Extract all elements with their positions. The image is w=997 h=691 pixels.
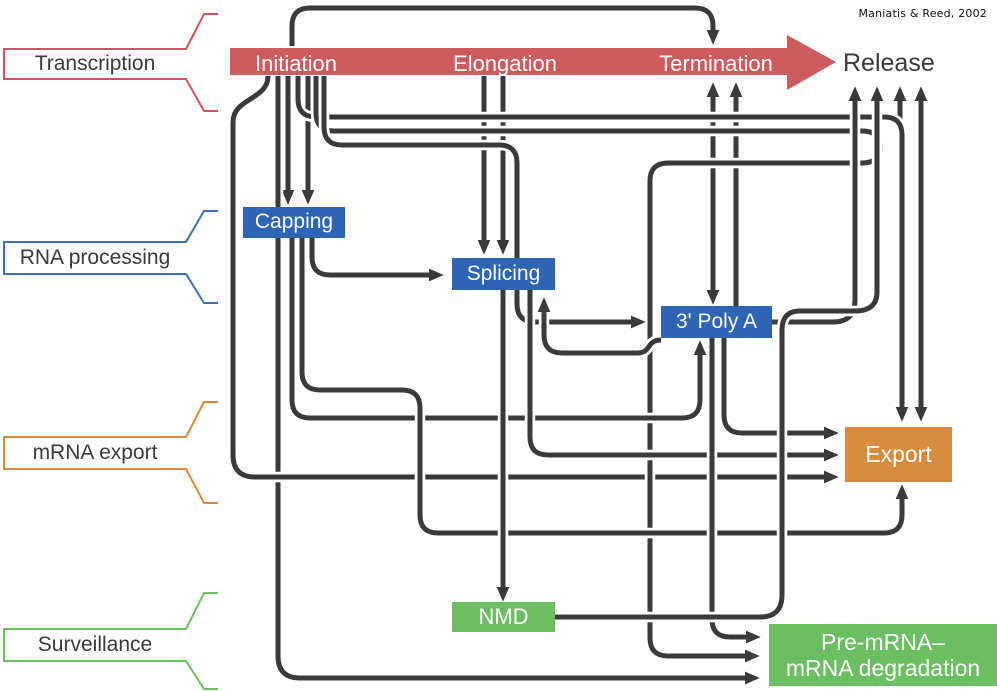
row-label-rna-processing: RNA processing [19,246,171,269]
banner-label-termination: Termination [659,51,773,76]
row-label-transcription: Transcription [34,52,156,75]
capping-box: Capping [243,207,345,238]
release-label: Release [843,49,935,77]
degradation-box: Pre-mRNA– mRNA degradation [769,624,997,686]
wire-casing [286,2,719,46]
wire-polya-to-release [772,86,862,325]
wire-initiation-loop-to-degradation-mid [313,76,883,663]
banner-label-elongation: Elongation [453,51,557,76]
bracket-surveillance [3,592,218,690]
bracket-rna-processing [3,210,218,304]
wire-polya-to-export [721,338,839,440]
wire-capping-to-export-bottom [299,238,909,536]
row-label-mrna-export: mRNA export [32,441,158,464]
transcription-banner-arrow [230,35,836,90]
wire-casing [306,238,432,281]
wire-nmd-to-release [555,86,884,620]
degradation-line1: Pre-mRNA– [821,628,945,655]
citation-text: Maniatis & Reed, 2002 [858,7,987,20]
wire-initiation-bus-to-export-top [295,76,909,422]
wire-capping-to-splicing [309,238,444,282]
row-label-surveillance: Surveillance [37,633,153,656]
wire-initiation-to-degradation [275,76,760,685]
bracket-transcription [3,13,218,112]
wire-polya-to-splicing-feedback [537,297,662,356]
wire-initiation-to-polya-left [321,76,646,329]
wire-casing [718,338,827,439]
wire-splicing-to-export-mid [527,290,839,462]
banner-label-initiation: Initiation [255,51,337,76]
polya-box: 3' Poly A [661,306,772,338]
bracket-mrna-export [3,401,218,504]
splicing-box: Splicing [452,258,555,290]
wire-polya-to-degradation [709,338,761,644]
nmd-box: NMD [452,602,555,632]
wire-initiation-to-export-low [230,75,839,484]
wire-capping-to-polya-bottom [289,238,707,421]
wire-casing [296,238,908,539]
export-box: Export [845,427,952,482]
degradation-line2: mRNA degradation [785,655,981,681]
wire-casing [706,338,749,643]
wire-initiation-top-loop-to-termination [289,5,720,46]
wire-casing [538,309,662,359]
